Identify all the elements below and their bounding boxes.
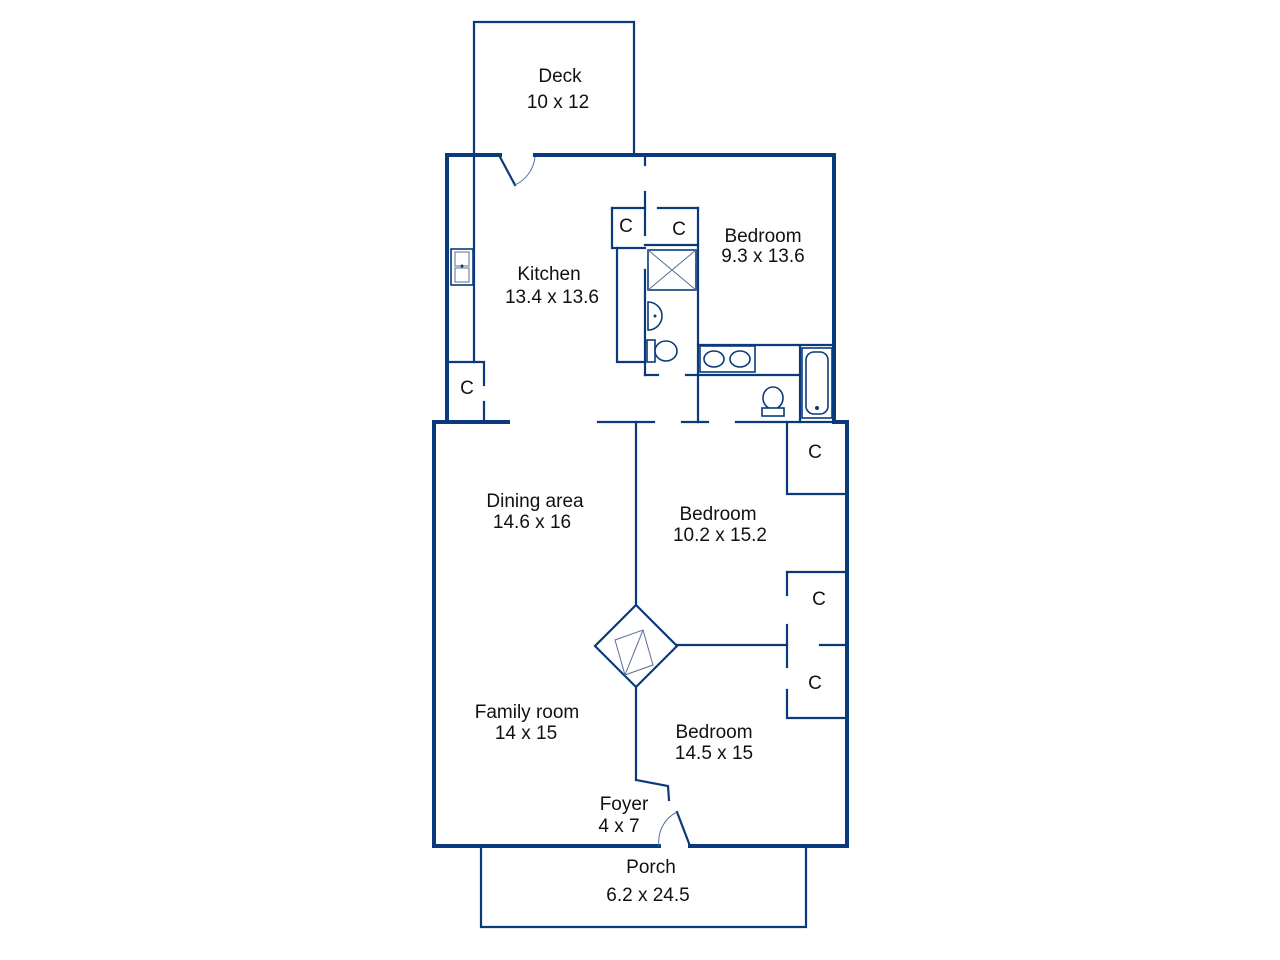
interior-divider-walls [634,420,849,802]
closet-label: C [672,219,686,240]
bedroom-top-name: Bedroom [724,226,801,247]
double-vanity-icon [699,345,756,373]
bathtub-icon [801,347,833,419]
kitchen-name: Kitchen [517,264,580,285]
front-door [658,810,692,848]
deck-door [498,155,536,187]
closet-label: C [808,442,822,463]
porch-outline [479,844,808,929]
fireplace-icon [593,603,679,689]
closet-label: C [619,216,633,237]
deck-size: 10 x 12 [527,92,589,113]
deck-name: Deck [538,66,582,87]
shower-icon [647,249,697,291]
family-room-size: 14 x 15 [495,723,557,744]
porch-size: 6.2 x 24.5 [606,885,689,906]
closet-label: C [808,673,822,694]
kitchen-size: 13.4 x 13.6 [505,287,599,308]
bedroom-mid-name: Bedroom [679,504,756,525]
upper-outer-walls [445,153,836,424]
bedroom-bottom-size: 14.5 x 15 [675,743,753,764]
porch-name: Porch [626,857,676,878]
closet-label: C [812,589,826,610]
closet-label: C [460,378,474,399]
kitchen-closet [445,360,486,424]
bedroom-top-size: 9.3 x 13.6 [721,246,804,267]
family-room-name: Family room [475,702,580,723]
toilet-2-icon [761,386,785,417]
bathroom-cluster-walls [610,153,836,424]
right-closets [785,420,849,720]
kitchen-sink-icon [450,248,474,286]
bedroom-mid-size: 10.2 x 15.2 [673,525,767,546]
deck-outline [472,20,636,157]
dining-name: Dining area [486,491,584,512]
bathroom-sink-icon [647,301,663,331]
foyer-size: 4 x 7 [598,816,639,837]
foyer-name: Foyer [600,794,649,815]
dining-size: 14.6 x 16 [493,512,571,533]
lower-outer-walls [432,420,849,848]
toilet-icon [646,339,678,363]
bedroom-bottom-name: Bedroom [675,722,752,743]
